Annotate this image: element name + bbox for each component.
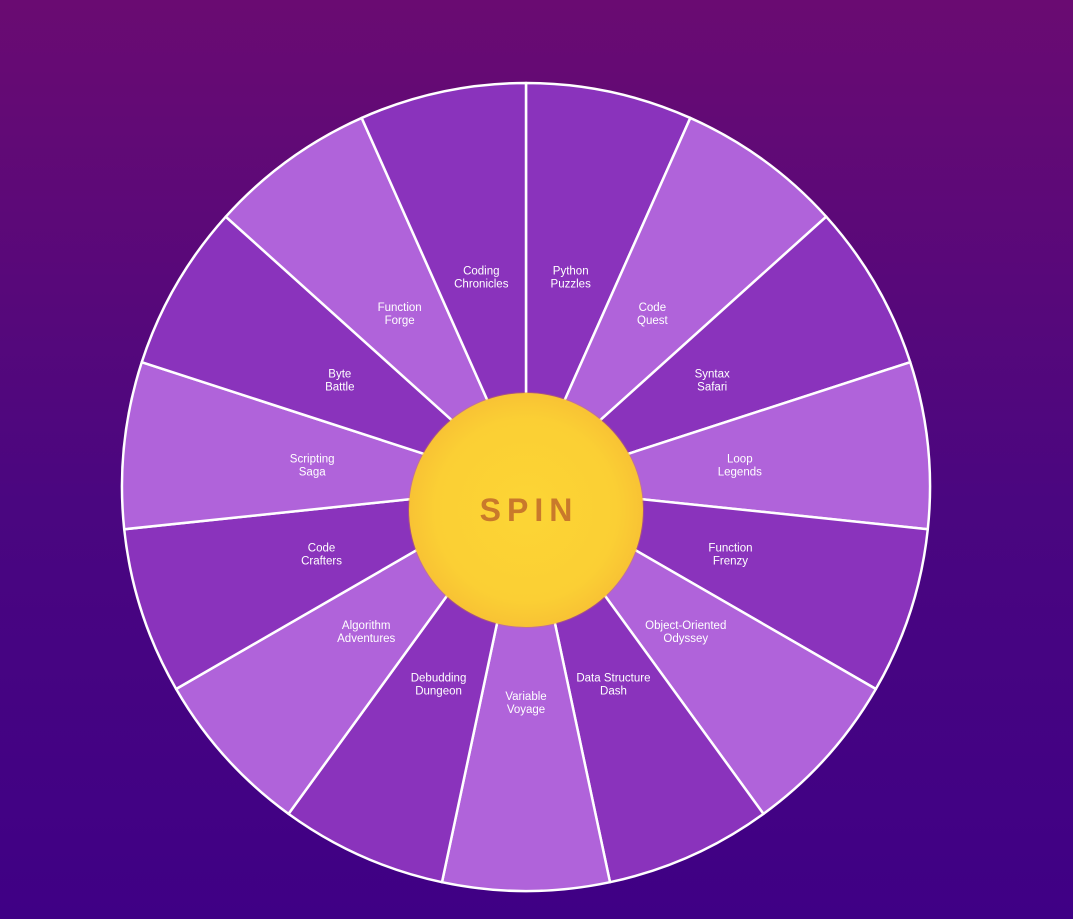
wheel-segment	[440, 485, 612, 893]
wheel-segment-label-line: Loop	[727, 454, 753, 466]
wheel-segment-label-line: Adventures	[337, 633, 395, 645]
wheel-segment	[524, 215, 912, 489]
wheel-segment	[524, 116, 828, 489]
wheel-segment-label-line: Syntax	[695, 369, 730, 381]
wheel-segment-label-line: Puzzles	[551, 279, 592, 291]
wheel-segment-label-line: Data Structure	[576, 672, 650, 684]
wheel-segment	[140, 215, 528, 489]
wheel-segment-label-line: Debudding	[411, 672, 467, 684]
wheel-segment-label-line: Saga	[299, 467, 326, 479]
wheel-segment-label-line: Algorithm	[342, 620, 391, 632]
wheel-segment-label-line: Frenzy	[713, 555, 748, 567]
wheel-segment-label-line: Scripting	[290, 454, 335, 466]
wheel-segment-label-line: Object-Oriented	[645, 620, 726, 632]
wheel-segment-label-line: Coding	[463, 266, 499, 278]
wheel-segment-label-line: Crafters	[301, 555, 342, 567]
wheel-segment-label-line: Code	[308, 542, 336, 554]
wheel-segment-label-line: Python	[553, 266, 589, 278]
wheel-segment-label-line: Variable	[505, 691, 546, 703]
wheel-segment-label-line: Function	[708, 542, 752, 554]
wheel-segment	[224, 116, 528, 489]
wheel-segment-label-line: Chronicles	[454, 279, 509, 291]
wheel-segment-label-line: Odyssey	[663, 633, 708, 645]
wheel-segment	[524, 81, 692, 489]
wheel-segment-label-line: Legends	[718, 467, 762, 479]
spin-button[interactable]: SPIN	[409, 393, 643, 627]
wheel-segment-label-line: Code	[639, 302, 667, 314]
spin-label: SPIN	[479, 491, 579, 528]
wheel-segment-label-line: Dungeon	[415, 685, 462, 697]
wheel-segment	[360, 81, 528, 489]
wheel-segment-label-line: Voyage	[507, 704, 545, 716]
wheel-segment-label-line: Safari	[697, 382, 727, 394]
wheel-segment-label-line: Dash	[600, 685, 627, 697]
wheel-segment-label-line: Byte	[328, 369, 351, 381]
wheel-segment-label-line: Function	[378, 302, 422, 314]
wheel-segment-label-line: Quest	[637, 315, 668, 327]
wheel-segment-label-line: Forge	[385, 315, 415, 327]
wheel-segment-label-line: Battle	[325, 382, 354, 394]
